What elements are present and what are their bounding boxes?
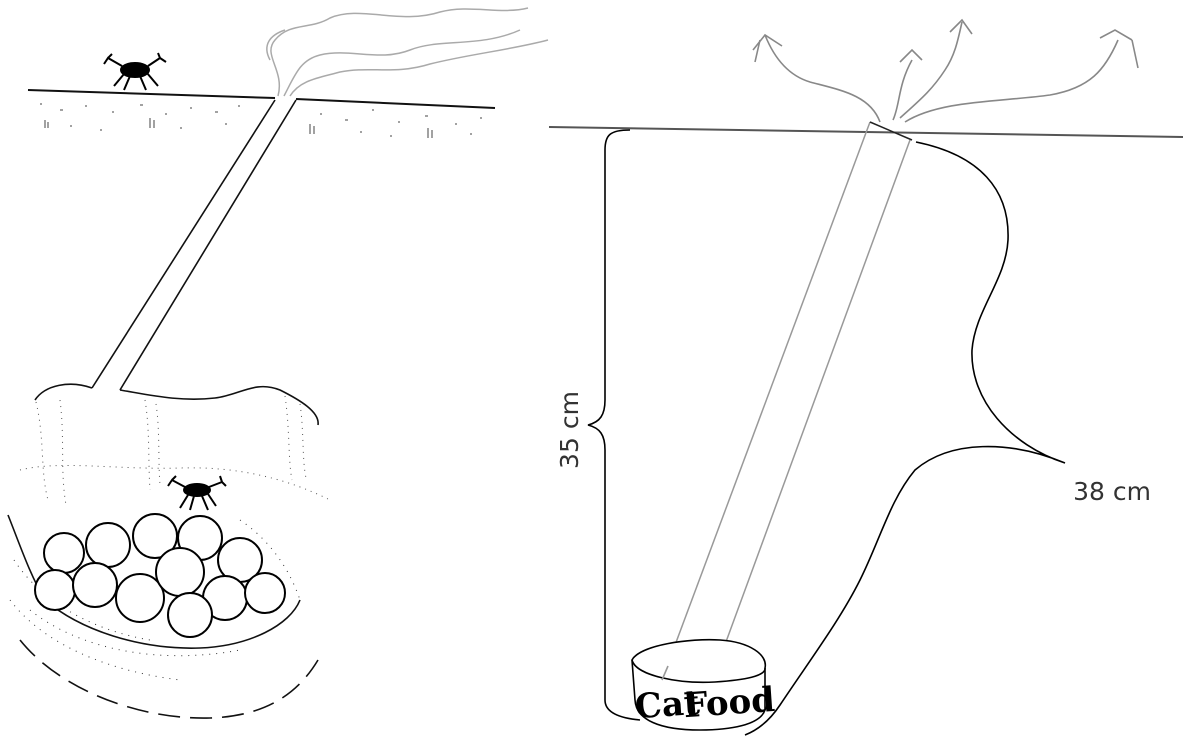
egg (73, 563, 117, 607)
scent-plume (267, 8, 548, 96)
egg (86, 523, 130, 567)
burrow-tube-right-wall (120, 100, 296, 390)
length-label: 38 cm (1073, 477, 1151, 506)
can-label-word2: Food (682, 680, 776, 726)
right-illustration (549, 20, 1183, 735)
crab-in-chamber-icon (168, 476, 226, 510)
egg (156, 548, 204, 596)
scent-tube (662, 122, 912, 680)
scent-arrows (753, 20, 1138, 122)
egg (35, 570, 75, 610)
tube-right-wall (712, 140, 910, 680)
egg (168, 593, 212, 637)
ground-surface-line (28, 90, 495, 108)
tube-top-cap (870, 122, 912, 140)
chamber-wall-stipple (20, 396, 330, 505)
tube-left-wall (662, 122, 870, 680)
burrow-tube-left-wall (92, 100, 275, 388)
chamber-roof (35, 384, 318, 425)
depth-label: 35 cm (555, 391, 584, 469)
left-illustration (8, 8, 548, 718)
egg (245, 573, 285, 613)
crab-on-surface-icon (104, 53, 166, 90)
egg (44, 533, 84, 573)
depth-bracket (588, 130, 640, 720)
egg-bed-lower-dash (20, 640, 318, 718)
length-brace (745, 142, 1065, 735)
